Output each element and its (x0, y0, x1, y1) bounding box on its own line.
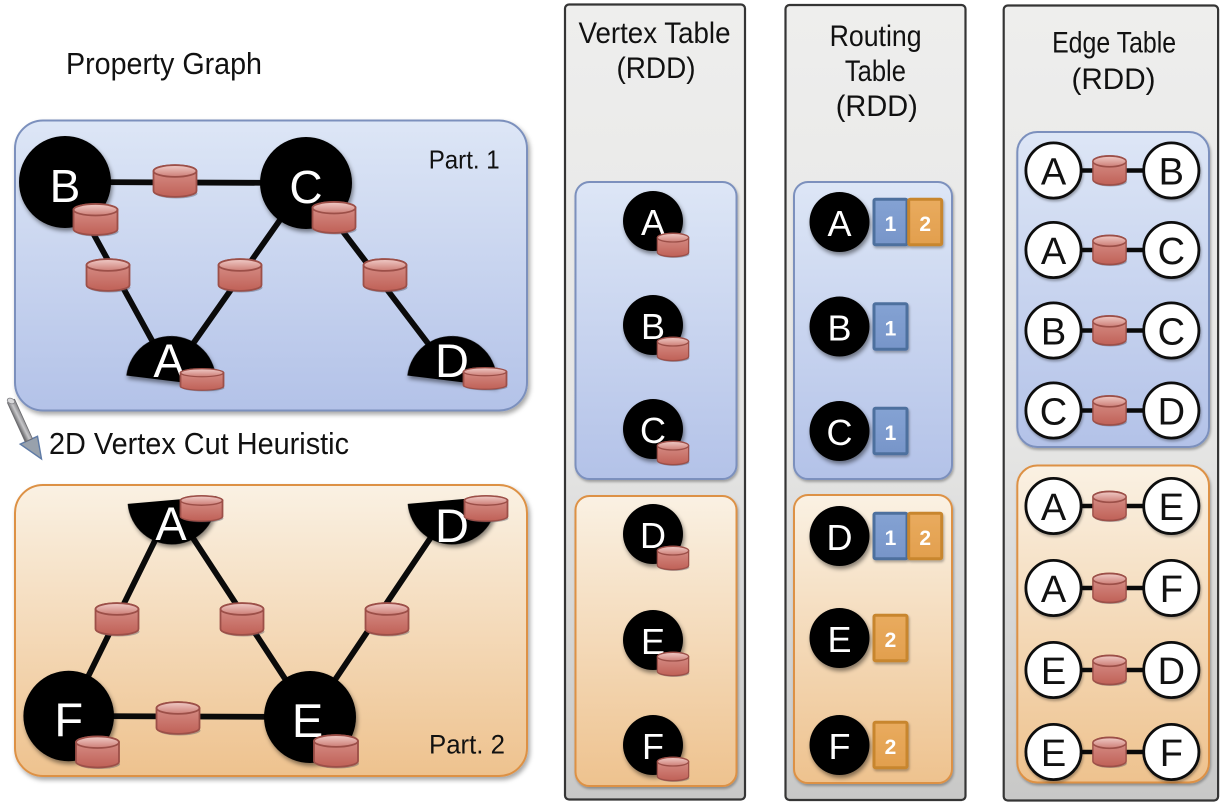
svg-text:1: 1 (885, 318, 897, 341)
svg-text:A: A (1041, 152, 1067, 194)
svg-text:(RDD): (RDD) (1072, 63, 1156, 96)
svg-text:Property Graph: Property Graph (66, 46, 262, 81)
svg-text:(RDD): (RDD) (617, 52, 696, 85)
svg-text:2: 2 (885, 629, 897, 652)
svg-text:C: C (1158, 312, 1185, 354)
svg-text:A: A (827, 203, 851, 244)
svg-text:F: F (1160, 733, 1183, 775)
svg-text:Edge Table: Edge Table (1052, 27, 1176, 60)
svg-text:D: D (1158, 392, 1185, 434)
svg-text:B: B (50, 160, 81, 212)
svg-text:E: E (1159, 487, 1184, 529)
svg-text:C: C (1158, 231, 1185, 273)
svg-text:A: A (1041, 569, 1067, 611)
svg-text:1: 1 (885, 527, 897, 550)
svg-text:F: F (1160, 569, 1183, 611)
svg-text:D: D (827, 517, 853, 558)
svg-text:Routing: Routing (830, 20, 922, 53)
svg-text:E: E (1041, 733, 1066, 775)
svg-text:D: D (1158, 651, 1185, 693)
svg-text:F: F (54, 693, 83, 746)
svg-text:2: 2 (919, 213, 931, 236)
svg-text:2: 2 (885, 736, 897, 759)
svg-text:E: E (1041, 651, 1066, 693)
svg-text:Table: Table (845, 55, 906, 88)
svg-text:2: 2 (919, 527, 931, 550)
svg-text:Part. 1: Part. 1 (429, 145, 500, 175)
svg-text:A: A (1041, 231, 1067, 273)
svg-text:B: B (1159, 152, 1184, 194)
svg-text:1: 1 (885, 213, 897, 236)
svg-text:C: C (1040, 392, 1067, 434)
svg-text:A: A (1041, 487, 1067, 529)
svg-text:1: 1 (885, 422, 897, 445)
svg-text:E: E (827, 619, 851, 660)
svg-text:C: C (827, 412, 853, 453)
svg-text:2D Vertex Cut Heuristic: 2D Vertex Cut Heuristic (49, 426, 349, 461)
svg-text:F: F (642, 726, 664, 767)
svg-text:B: B (827, 308, 851, 349)
svg-text:Part. 2: Part. 2 (429, 730, 505, 760)
svg-text:Vertex Table: Vertex Table (579, 17, 731, 50)
svg-text:(RDD): (RDD) (836, 90, 918, 123)
svg-text:D: D (435, 499, 469, 552)
svg-text:B: B (1041, 312, 1066, 354)
svg-text:F: F (829, 726, 851, 767)
